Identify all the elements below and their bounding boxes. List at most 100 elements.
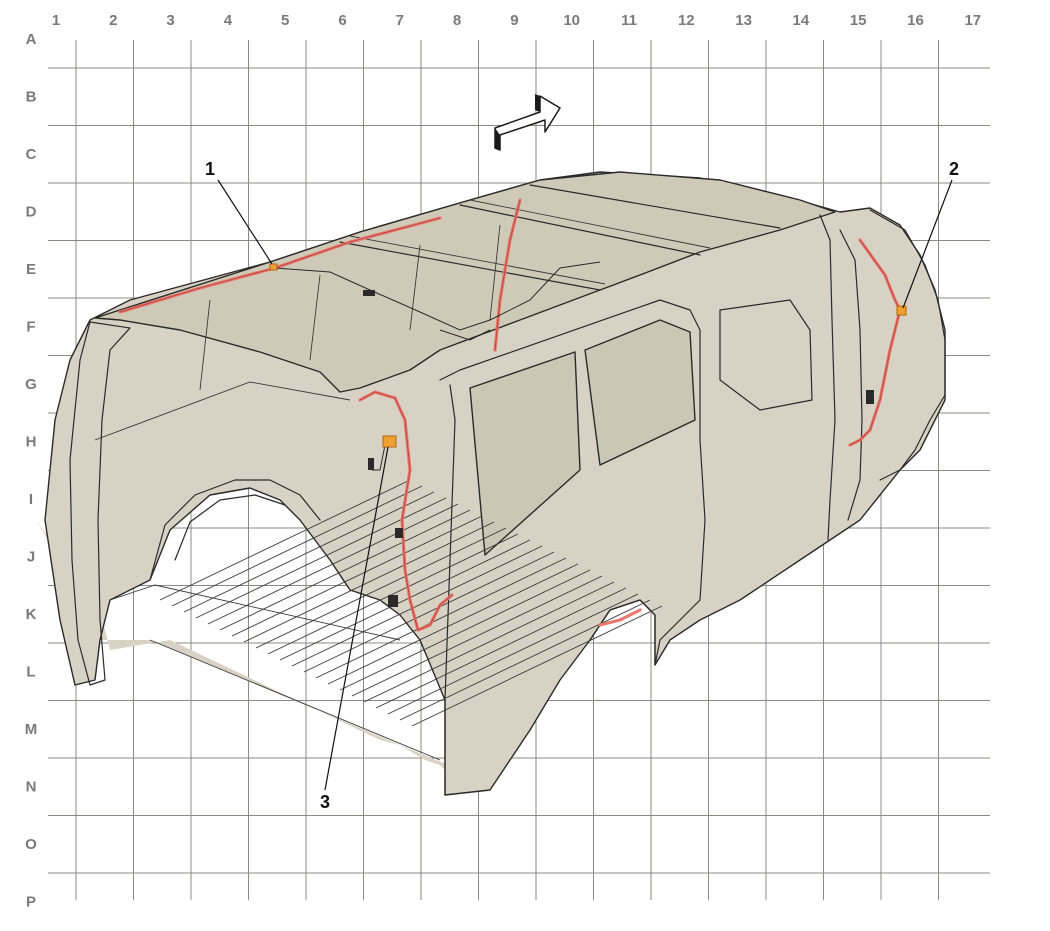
wiring-harness — [118, 198, 907, 632]
clip-part-4 — [368, 458, 374, 470]
column-label: 13 — [735, 12, 752, 29]
column-label: 5 — [281, 12, 289, 29]
wheel-arch-harness — [598, 608, 642, 627]
rear-door-opening — [69, 321, 131, 686]
row-label: C — [26, 146, 37, 163]
front-pillar-inner — [839, 229, 863, 521]
row-label: M — [25, 721, 38, 738]
module-part — [363, 290, 375, 296]
row-label: I — [29, 491, 33, 508]
column-label: 16 — [907, 12, 924, 29]
sliding-door-window — [469, 351, 581, 556]
callout-3: 3 — [320, 792, 330, 812]
front-interior-frame — [719, 299, 813, 411]
floor-rib — [243, 521, 495, 643]
interior-rear-bulkhead — [94, 381, 351, 441]
roof-wire-black — [274, 261, 601, 331]
row-label: N — [26, 779, 37, 796]
floor-rib — [195, 497, 447, 619]
floor-rib — [339, 569, 591, 691]
floor-rib — [399, 599, 651, 721]
roof-bow-4 — [349, 235, 606, 285]
column-label: 7 — [396, 12, 404, 29]
column-label: 6 — [338, 12, 346, 29]
floor-rib — [303, 551, 555, 673]
side-panel-edge — [439, 299, 706, 666]
column-label: 3 — [166, 12, 174, 29]
floor-rib — [327, 563, 579, 685]
floor-rib — [279, 539, 531, 661]
row-label: B — [26, 89, 37, 106]
floor-rib — [159, 479, 411, 601]
row-label: L — [26, 664, 35, 681]
row-label: P — [26, 894, 36, 911]
floor-rib — [219, 509, 471, 631]
front-end — [869, 209, 946, 481]
row-label: F — [26, 319, 35, 336]
roof-harness-center-core — [494, 199, 521, 351]
callout-1: 1 — [205, 159, 215, 179]
pillar-harness-3-core — [359, 391, 453, 631]
row-label: A — [26, 31, 37, 48]
row-label: J — [27, 549, 35, 566]
rear-quarter-window — [584, 319, 696, 466]
callout-2: 2 — [949, 159, 959, 179]
row-label: E — [26, 261, 36, 278]
column-label: 11 — [621, 12, 637, 29]
roof-bow-1 — [339, 241, 601, 291]
connector-2 — [896, 305, 907, 316]
floor-rib — [363, 581, 615, 703]
leader-1 — [217, 179, 273, 265]
column-label: 9 — [510, 12, 518, 29]
floor-rib — [171, 485, 423, 607]
column-label: 8 — [453, 12, 461, 29]
column-label: 1 — [52, 12, 60, 29]
roof-bow-2 — [459, 204, 701, 256]
floor-rib — [351, 575, 603, 697]
forward-arrow-icon — [494, 94, 561, 151]
cargo-floor-edge — [109, 584, 401, 641]
floor-rib — [375, 587, 627, 709]
callout-leaders — [217, 179, 953, 791]
column-label: 14 — [793, 12, 810, 29]
row-label: O — [25, 836, 37, 853]
roof-wire-black-2 — [439, 329, 491, 341]
clip-part-1 — [388, 595, 398, 607]
floor-rib — [291, 545, 543, 667]
column-label: 15 — [850, 12, 867, 29]
row-label: H — [26, 434, 37, 451]
row-label: G — [25, 376, 37, 393]
floor-rib — [387, 593, 639, 715]
clip-part-3 — [866, 390, 874, 404]
leader-3 — [324, 446, 389, 791]
side-panel-lower-edge — [444, 384, 456, 796]
column-label: 12 — [678, 12, 695, 29]
front-pillar-harness-core — [849, 239, 901, 446]
column-label: 17 — [964, 12, 981, 29]
row-label: K — [26, 606, 37, 623]
interior-pillar-left — [199, 299, 211, 391]
door-wire-black — [372, 444, 386, 471]
floor-rib — [231, 515, 483, 637]
floor-rib — [183, 491, 435, 613]
cargo-floor-rear — [149, 639, 441, 761]
side-wheel-arch — [589, 599, 656, 666]
front-pillar — [819, 214, 836, 541]
connector-3 — [382, 435, 397, 448]
roof-panel — [94, 171, 836, 393]
wheel-arch-inner — [174, 494, 286, 561]
roof-bow-3 — [529, 184, 781, 229]
callouts: 1 2 3 — [205, 159, 959, 812]
clip-part-2 — [395, 528, 403, 538]
floor-rib — [207, 503, 459, 625]
floor-rib — [255, 527, 507, 649]
leader-2 — [902, 179, 953, 309]
roof-bow-5 — [469, 199, 711, 249]
interior-pillar-c — [409, 244, 421, 331]
floor-rib — [411, 605, 663, 727]
column-label: 10 — [563, 12, 580, 29]
floor-ribs — [159, 479, 663, 727]
